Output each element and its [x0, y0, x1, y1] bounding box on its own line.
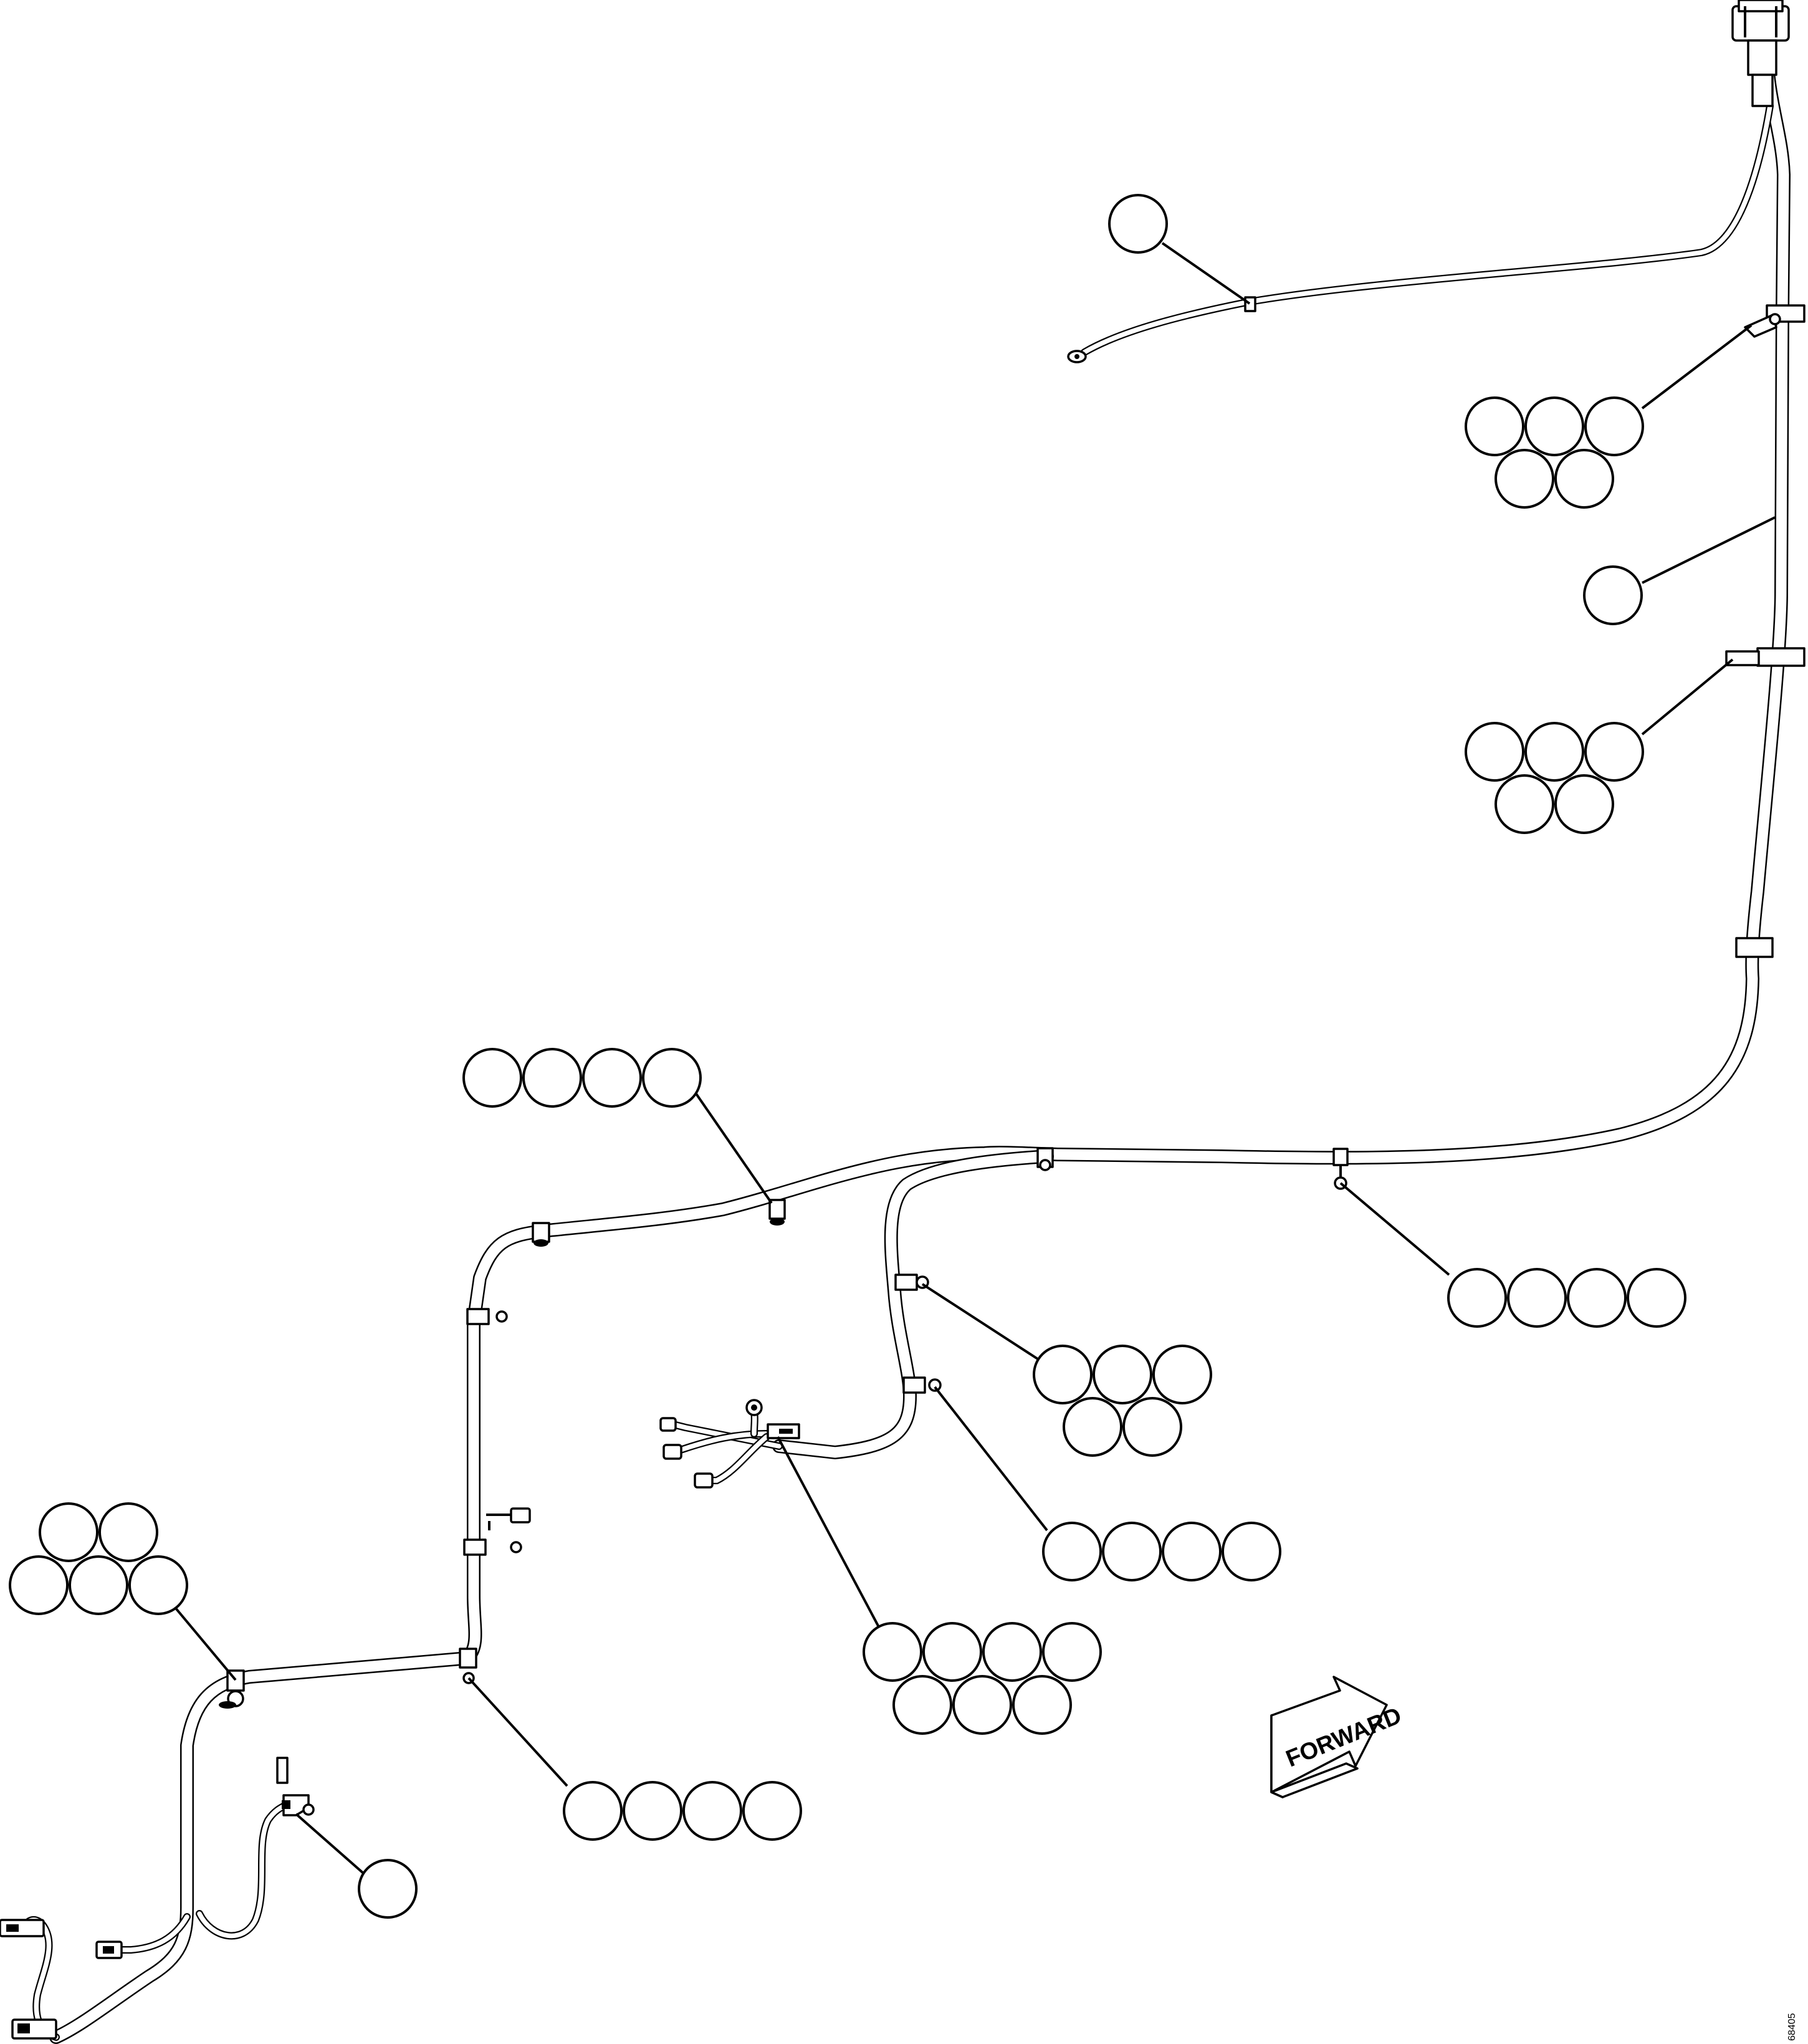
clamp-icon [219, 1669, 245, 1709]
callout-group-sensor-connectors [863, 1622, 1102, 1735]
tie-strap-icon [1244, 296, 1256, 312]
callout-circle [1162, 1522, 1222, 1581]
callout-circle [1447, 1268, 1507, 1328]
connector-icon [95, 1941, 123, 1959]
callout-circle [1122, 1397, 1182, 1457]
callout-circle [1222, 1522, 1281, 1581]
callout-circle [1495, 774, 1554, 834]
callout-circle [9, 1555, 69, 1615]
clamp-icon [902, 1376, 942, 1394]
callout-circle [1554, 449, 1614, 509]
callout-circle [1152, 1345, 1212, 1404]
callout-circle [1567, 1268, 1627, 1328]
callout-circle [863, 1622, 922, 1682]
clip-upper-icon [1744, 304, 1806, 338]
bracket-icon [276, 1757, 315, 1816]
callout-circles [9, 194, 1686, 1919]
callout-circle [522, 1048, 582, 1108]
callout-circle [1108, 194, 1168, 254]
callout-circle [128, 1555, 188, 1615]
callout-group-harness-main [1583, 565, 1643, 625]
clamp-icon [532, 1222, 550, 1247]
callout-circle [1012, 1675, 1072, 1735]
callout-group-bracket-left [358, 1859, 418, 1919]
callout-circle [1495, 449, 1554, 509]
connector-icon [11, 2018, 57, 2040]
callout-circle [39, 1502, 98, 1562]
clamp-icon [1332, 1148, 1349, 1190]
callout-circle [1584, 396, 1644, 456]
callout-circle [69, 1555, 128, 1615]
clip-mid-icon [1725, 647, 1806, 667]
clip-bend-icon [1735, 937, 1774, 958]
callout-circle [1627, 1268, 1686, 1328]
callout-circle [1102, 1522, 1162, 1581]
connector-icon [0, 1919, 45, 1937]
callout-group-clip-upper [1465, 396, 1644, 509]
clamp-icon [463, 1538, 522, 1556]
callout-circle [1042, 1522, 1102, 1581]
callout-circle [582, 1048, 642, 1108]
callout-circle [98, 1502, 158, 1562]
callout-circle [1063, 1397, 1122, 1457]
clamp-icon [1036, 1147, 1054, 1171]
callout-group-clamp-branch-upper [1033, 1345, 1212, 1457]
forward-arrow-icon: FORWARD [1270, 1676, 1405, 1798]
clamp-icon [466, 1308, 508, 1325]
harness-wires [21, 52, 1791, 2044]
callout-group-ground-lead [1108, 194, 1168, 254]
callout-circle [642, 1048, 702, 1108]
callout-circle [952, 1675, 1012, 1735]
figure-id: 68405 [1787, 2013, 1797, 2041]
callout-group-clamp-left [9, 1502, 188, 1615]
sensor-connector-icon [659, 1399, 800, 1489]
callout-circle [1584, 722, 1644, 782]
connector-icon [486, 1507, 531, 1530]
callout-group-clamp-right [1447, 1268, 1686, 1328]
callout-circle [1465, 722, 1524, 782]
clamp-icon [768, 1199, 786, 1226]
callout-circle [682, 1781, 742, 1841]
callout-circle [1583, 565, 1643, 625]
ring-terminal-icon [1067, 350, 1087, 363]
callout-circle [1033, 1345, 1093, 1404]
callout-group-clamp-lower [563, 1781, 802, 1841]
callout-circle [1524, 396, 1584, 456]
callout-circle [922, 1622, 982, 1682]
callout-circle [462, 1048, 522, 1108]
clamp-icon [459, 1648, 477, 1684]
leader-lines [175, 242, 1776, 1874]
callout-circle [358, 1859, 418, 1919]
callout-circle [1554, 774, 1614, 834]
callout-circle [1507, 1268, 1567, 1328]
callout-circle [1093, 1345, 1152, 1404]
callout-group-clamp-center [462, 1048, 702, 1108]
callout-group-clamp-branch-lower [1042, 1522, 1281, 1581]
callout-circle [563, 1781, 623, 1841]
callout-circle [742, 1781, 802, 1841]
callout-circle [982, 1622, 1042, 1682]
callout-circle [1042, 1622, 1102, 1682]
callout-circle [623, 1781, 682, 1841]
callout-circle [892, 1675, 952, 1735]
callout-group-clip-mid [1465, 722, 1644, 834]
main-connector-icon [1731, 0, 1790, 107]
callout-circle [1465, 396, 1524, 456]
clamp-icon [894, 1274, 929, 1291]
callout-circle [1524, 722, 1584, 782]
